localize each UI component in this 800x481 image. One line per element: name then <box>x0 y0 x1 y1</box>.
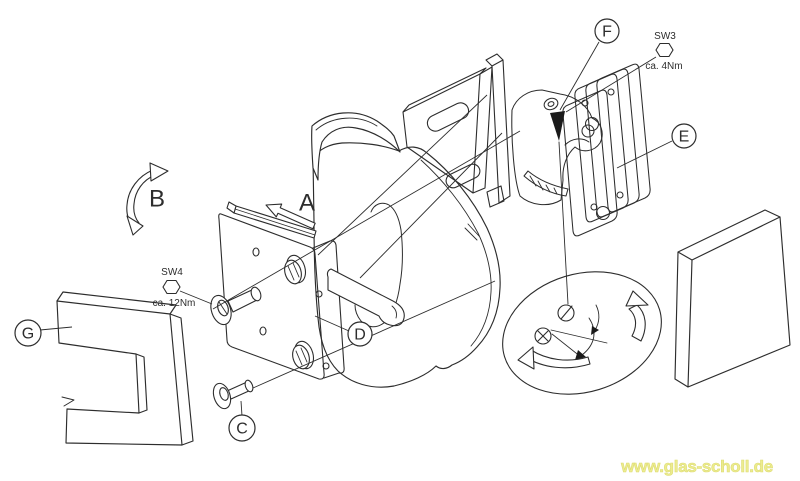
axis-line <box>212 130 521 310</box>
label-circle-c: C <box>228 414 256 442</box>
hex-key-icon <box>162 279 181 295</box>
slot-hole <box>445 163 481 189</box>
gasket-stack <box>574 63 651 223</box>
label-d: D <box>354 327 366 344</box>
grub-screw <box>543 97 559 111</box>
label-a: A <box>299 190 315 217</box>
leader-sw4 <box>179 290 213 305</box>
sw3-size-label: SW3 <box>654 31 676 42</box>
mounting-plate-d <box>218 201 405 380</box>
rotate-arrow-icon <box>126 162 169 236</box>
keeper-plate <box>402 53 511 208</box>
leader-g <box>39 326 73 331</box>
curved-arrow-right-icon <box>625 290 649 342</box>
sw3-torque-label: ca. 4Nm <box>645 61 682 72</box>
slash-circle-icon <box>557 304 575 322</box>
fastening-screws <box>210 286 262 410</box>
pointer-triangle-icon <box>550 111 565 141</box>
axis-line <box>252 280 496 389</box>
leader-sw3 <box>565 56 657 113</box>
label-circle-g: G <box>14 319 42 347</box>
sw4-torque-label: ca. 12Nm <box>153 298 196 309</box>
label-e: E <box>679 129 690 146</box>
rotation-diagram <box>502 141 662 395</box>
clamp-assembly <box>511 63 651 237</box>
slide-rail <box>326 268 405 327</box>
leader-d <box>314 315 350 332</box>
cover-rail <box>226 201 317 239</box>
glass-panel-left <box>56 291 194 446</box>
label-b: B <box>149 186 165 213</box>
tool-annotations: SW3 ca. 4Nm SW4 ca. 12Nm <box>153 31 683 309</box>
label-g: G <box>22 326 34 343</box>
wall-strip <box>491 59 511 204</box>
watermark: www.glas-scholl.de <box>620 457 773 476</box>
screw-c <box>212 379 254 410</box>
label-circle-d: D <box>347 321 373 347</box>
axis-line <box>317 94 488 256</box>
screw-sw4 <box>210 286 262 326</box>
leader-f <box>559 41 600 111</box>
sw4-size-label: SW4 <box>161 267 183 278</box>
leader-c <box>240 400 243 417</box>
glass-panel-right <box>674 209 791 388</box>
crossed-circle-icon <box>534 327 552 345</box>
label-circle-e: E <box>671 123 697 149</box>
label-circle-f: F <box>594 18 620 44</box>
clamp-body <box>511 89 603 206</box>
plate-screw-head <box>284 259 302 285</box>
door-leaf-fin <box>311 112 401 181</box>
break-mark <box>61 396 75 407</box>
label-c: C <box>236 421 248 438</box>
leader-e <box>616 140 673 169</box>
slide-arrow-icon <box>265 203 316 230</box>
sw4-annotation: SW4 ca. 12Nm <box>153 267 196 309</box>
label-f: F <box>602 24 612 41</box>
slot-hole <box>426 102 470 132</box>
sw3-annotation: SW3 ca. 4Nm <box>645 31 682 72</box>
leader-lines <box>39 41 673 417</box>
curved-arrow-bottom-icon <box>517 346 591 370</box>
cover-plate <box>562 89 618 237</box>
plate-screw-head <box>292 344 310 370</box>
hex-key-icon <box>655 42 674 58</box>
axis-line <box>359 132 503 279</box>
part-labels: A B C D E F G <box>14 18 697 442</box>
door-leaf-shape <box>311 112 501 388</box>
